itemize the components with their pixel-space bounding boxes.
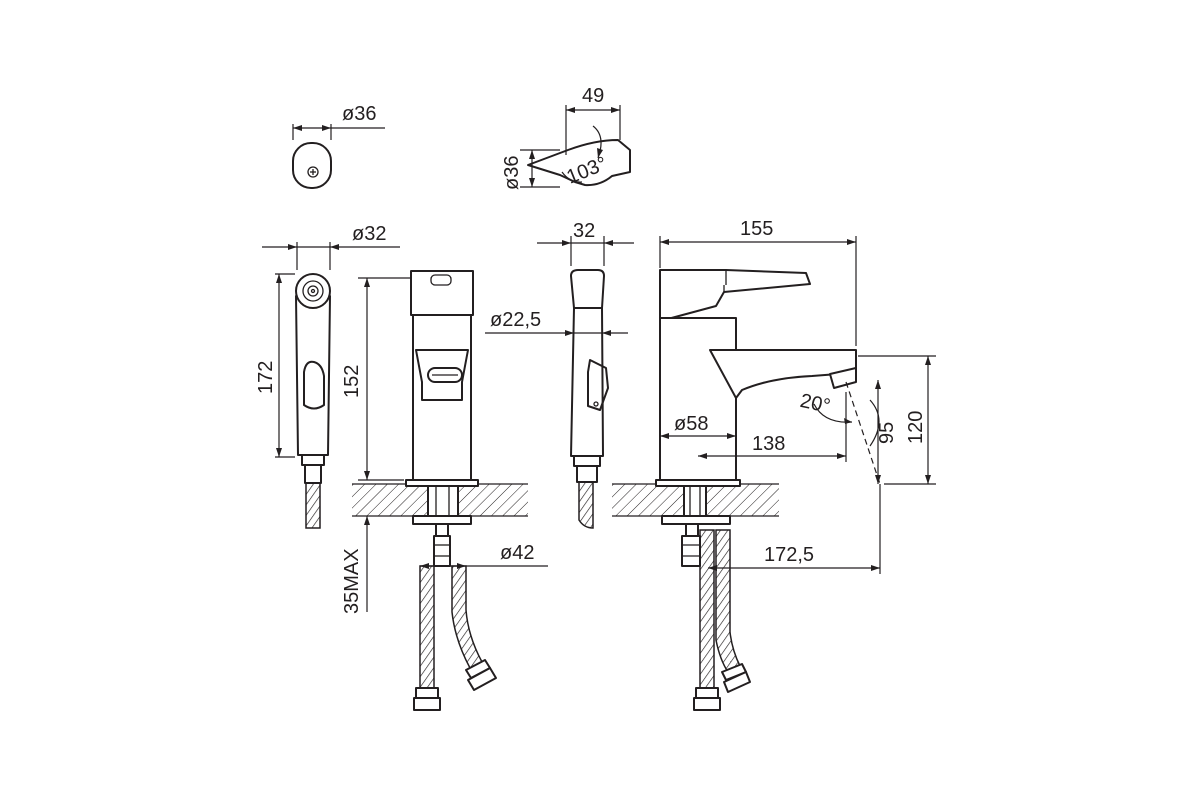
handle-profile-diameter-label: ø36: [501, 156, 523, 190]
handle-diameter-label: ø36: [342, 103, 376, 125]
overall-height-label: 120: [905, 411, 927, 444]
spout-angle-label: 20°: [798, 390, 832, 418]
handle-angle-label: 103°: [564, 153, 611, 189]
hose-diameter-label: ø22,5: [490, 309, 541, 331]
extended-reach-label: 172,5: [764, 544, 814, 566]
mixer-side-view: 155 ø58 138 20° 95 120 172,5: [612, 218, 936, 711]
handle-width-label: 49: [582, 85, 604, 107]
hand-shower-side: 32 ø22,5: [485, 220, 634, 529]
spout-reach-label: 138: [752, 433, 785, 455]
max-counter-thickness-label: 35MAX: [341, 548, 363, 614]
handle-top-view: ø36: [292, 103, 385, 189]
overall-length-label: 155: [740, 218, 773, 240]
hand-shower-front: ø32 172: [255, 223, 400, 529]
handle-side-profile: 49 ø36 103°: [501, 85, 631, 190]
spout-height-label: 95: [876, 422, 898, 444]
side-width-label: 32: [573, 220, 595, 242]
mixer-body-front: 152 35MAX ø42: [341, 270, 548, 711]
mount-diameter-label: ø42: [500, 542, 534, 564]
body-height-label: 152: [341, 365, 363, 398]
shower-head-diameter-label: ø32: [352, 223, 386, 245]
base-diameter-label: ø58: [674, 413, 708, 435]
shower-length-label: 172: [255, 361, 277, 394]
